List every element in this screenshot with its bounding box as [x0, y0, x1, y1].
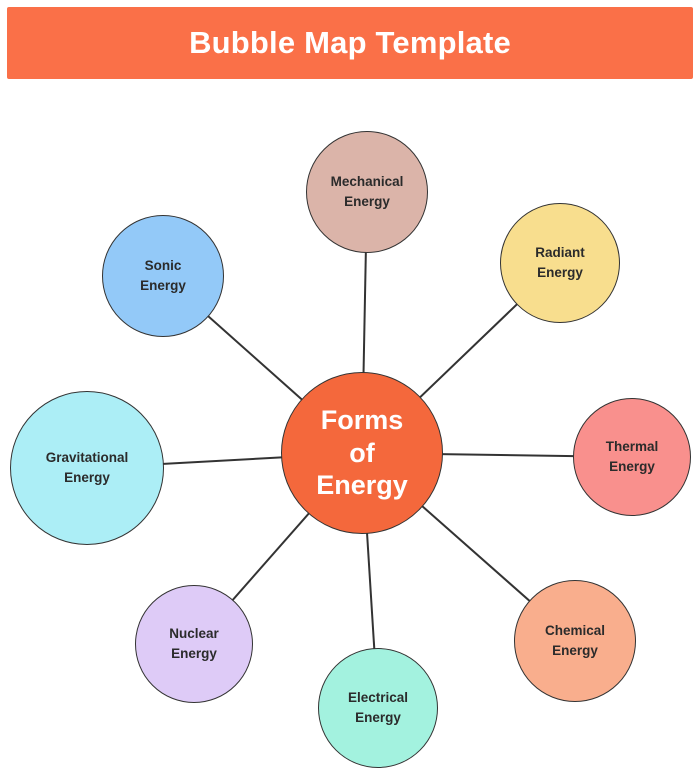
- bubble-label-mechanical: Mechanical Energy: [330, 174, 404, 209]
- bubble-thermal-energy[interactable]: Thermal Energy: [573, 398, 691, 516]
- bubble-label-radiant: Radiant Energy: [535, 245, 585, 280]
- bubble-label-chemical: Chemical Energy: [544, 623, 606, 658]
- bubble-gravitational-energy[interactable]: Gravitational Energy: [10, 391, 164, 545]
- bubble-radiant-energy[interactable]: Radiant Energy: [500, 203, 620, 323]
- bubble-label-thermal: Thermal Energy: [605, 439, 659, 474]
- bubble-center-forms-of-energy[interactable]: Forms of Energy: [281, 372, 443, 534]
- bubble-chemical-energy[interactable]: Chemical Energy: [514, 580, 636, 702]
- bubble-sonic-energy[interactable]: Sonic Energy: [102, 215, 224, 337]
- bubble-mechanical-energy[interactable]: Mechanical Energy: [306, 131, 428, 253]
- bubble-label-gravitational: Gravitational Energy: [45, 450, 129, 485]
- title-banner: Bubble Map Template: [7, 7, 693, 79]
- page-title: Bubble Map Template: [189, 25, 511, 60]
- bubble-label-nuclear: Nuclear Energy: [169, 626, 219, 661]
- bubble-label-sonic: Sonic Energy: [140, 258, 186, 293]
- bubble-nuclear-energy[interactable]: Nuclear Energy: [135, 585, 253, 703]
- bubble-label-electrical: Electrical Energy: [347, 690, 409, 725]
- bubble-electrical-energy[interactable]: Electrical Energy: [318, 648, 438, 768]
- center-bubble-label: Forms of Energy: [316, 404, 408, 501]
